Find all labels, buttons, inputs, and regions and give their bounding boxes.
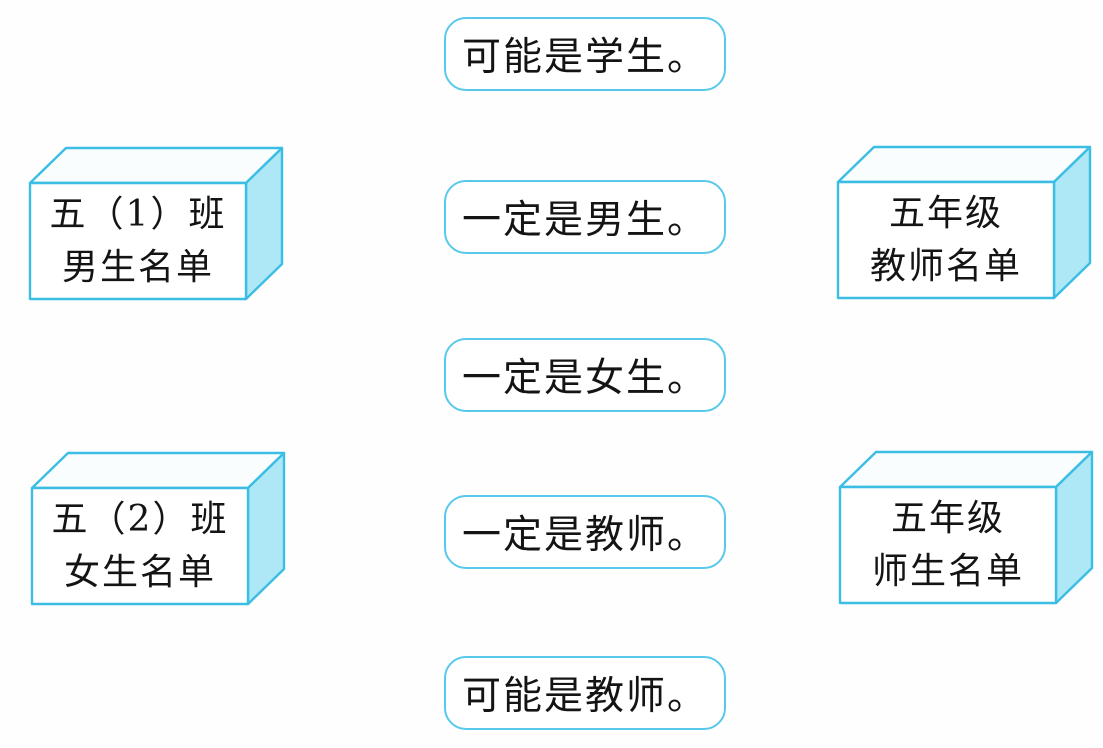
cuboid-top-face	[28, 146, 284, 185]
statement-pill-must-be-teacher[interactable]: 一定是教师。	[444, 495, 726, 569]
cuboid-front-face	[28, 181, 248, 301]
statement-pill-maybe-teacher[interactable]: 可能是教师。	[444, 656, 726, 730]
cuboid-shape	[28, 146, 284, 301]
box-label: 五年级 师生名单	[840, 487, 1056, 603]
statement-text: 一定是教师。	[461, 513, 708, 558]
cuboid-shape	[30, 451, 286, 606]
box-label-line1: 五年级	[890, 498, 1005, 539]
cuboid-front-face	[836, 180, 1056, 300]
box-label-line1: 五（2）班	[51, 499, 229, 540]
box-label-line2: 师生名单	[871, 551, 1024, 592]
statement-pill-must-be-girl[interactable]: 一定是女生。	[444, 338, 726, 412]
cuboid-top-face	[30, 451, 286, 490]
statement-text: 可能是教师。	[461, 674, 708, 719]
cuboid-top-face	[836, 145, 1092, 184]
box-label-line2: 女生名单	[63, 552, 216, 593]
list-box-grade-5-teachers[interactable]: 五年级 教师名单	[836, 144, 1092, 300]
box-label-line1: 五年级	[888, 193, 1003, 234]
cuboid-shape	[836, 145, 1092, 300]
box-label: 五（2）班 女生名单	[32, 488, 248, 604]
statement-pill-must-be-boy[interactable]: 一定是男生。	[444, 180, 726, 254]
box-label: 五（1）班 男生名单	[30, 183, 246, 299]
cuboid-top-face	[838, 450, 1094, 489]
cuboid-front-face	[30, 486, 250, 606]
list-box-class-5-2-girls[interactable]: 五（2）班 女生名单	[30, 450, 286, 606]
box-label-line1: 五（1）班	[49, 194, 227, 235]
list-box-grade-5-teachers-students[interactable]: 五年级 师生名单	[838, 449, 1094, 605]
cuboid-shape	[838, 450, 1094, 605]
statement-text: 可能是学生。	[461, 35, 708, 80]
box-label-line2: 教师名单	[869, 246, 1022, 287]
list-box-class-5-1-boys[interactable]: 五（1）班 男生名单	[28, 145, 284, 301]
box-label-line2: 男生名单	[61, 247, 214, 288]
statement-text: 一定是男生。	[461, 198, 708, 243]
statement-text: 一定是女生。	[461, 356, 708, 401]
cuboid-front-face	[838, 485, 1058, 605]
statement-pill-maybe-student[interactable]: 可能是学生。	[444, 17, 726, 91]
box-label: 五年级 教师名单	[838, 182, 1054, 298]
